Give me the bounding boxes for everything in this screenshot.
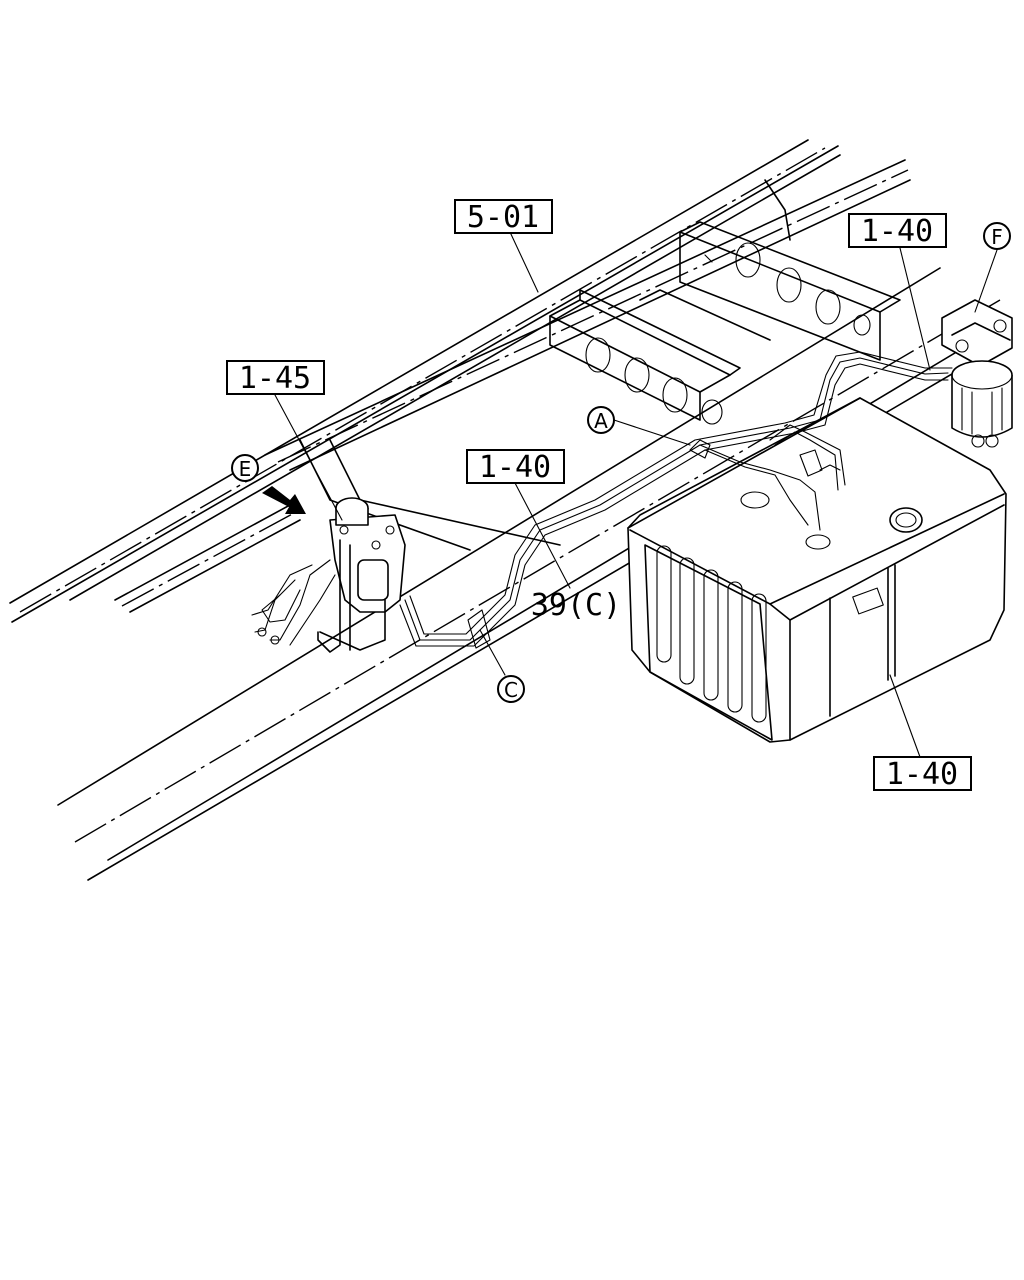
callout-pipe-ref-upper: 1-40 [848,213,947,249]
callout-frame-ref: 5-01 [454,199,553,235]
detail-marker-f: F [983,222,1011,250]
callout-pipe-ref-upper-text: 1-40 [861,214,933,249]
callout-filter-ref-text: 1-45 [239,361,311,396]
fuel-filter-assembly [251,497,406,653]
detail-marker-e-text: E [239,457,252,481]
fuel-lines [399,351,953,649]
detail-marker-c-text: C [504,678,518,702]
secondary-fuel-filter [941,299,1013,448]
fuel-tank [627,397,1007,743]
detail-marker-f-text: F [991,225,1003,249]
leader-lines [274,231,998,758]
detail-marker-a-text: A [594,409,608,433]
callout-pipe-ref-middle-text: 1-40 [479,450,551,485]
callout-tank-ref: 1-40 [873,756,972,792]
arrow-right-down-icon [262,486,306,514]
callout-frame-ref-text: 5-01 [467,200,539,235]
callout-tank-ref-text: 1-40 [886,757,958,792]
callout-pipe-ref-middle: 1-40 [466,449,565,485]
callout-clip-ref: 39(C) [531,588,621,623]
detail-marker-c: C [497,675,525,703]
detail-marker-a: A [587,406,615,434]
callout-clip-ref-text: 39(C) [531,588,621,623]
callout-filter-ref: 1-45 [226,360,325,396]
chassis-frame [9,139,1011,881]
detail-marker-e: E [231,454,259,482]
